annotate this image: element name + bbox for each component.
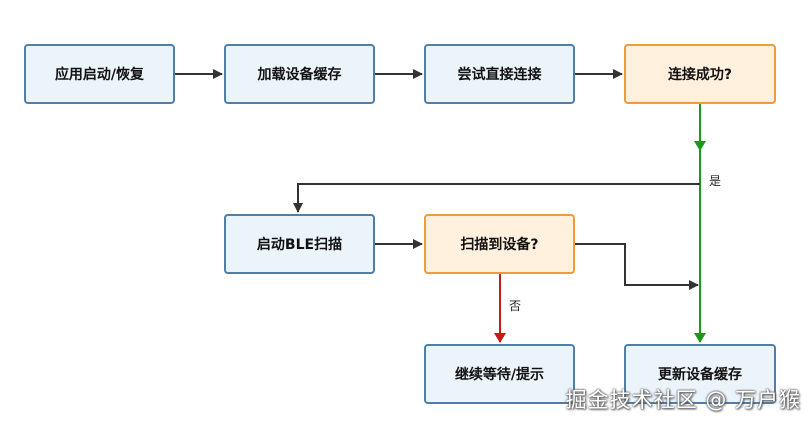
node-keep-waiting-label: 继续等待/提示 bbox=[454, 367, 545, 383]
edge-decision-to-scan bbox=[293, 183, 700, 213]
node-load-cache: 加载设备缓存 bbox=[224, 44, 375, 104]
node-update-cache-label: 更新设备缓存 bbox=[658, 367, 742, 383]
node-ble-scan-label: 启动BLE扫描 bbox=[256, 237, 343, 253]
node-connect-success: 连接成功? bbox=[624, 44, 776, 104]
node-load-cache-label: 加载设备缓存 bbox=[257, 67, 342, 83]
edge-label-yes: 是 bbox=[709, 174, 722, 188]
node-app-launch-label: 应用启动/恢复 bbox=[54, 67, 145, 83]
edge-label-no: 否 bbox=[509, 299, 522, 313]
watermark: 掘金技术社区 @ 万户猴 bbox=[565, 388, 801, 412]
node-app-launch: 应用启动/恢复 bbox=[24, 44, 175, 104]
node-device-found: 扫描到设备? bbox=[424, 214, 575, 274]
node-try-connect-label: 尝试直接连接 bbox=[457, 67, 542, 83]
node-ble-scan: 启动BLE扫描 bbox=[224, 214, 375, 274]
node-connect-success-label: 连接成功? bbox=[667, 67, 733, 83]
edge-found-to-update bbox=[575, 243, 699, 290]
node-update-cache: 更新设备缓存 bbox=[624, 344, 776, 404]
node-try-connect: 尝试直接连接 bbox=[424, 44, 575, 104]
node-device-found-label: 扫描到设备? bbox=[460, 237, 539, 253]
node-keep-waiting: 继续等待/提示 bbox=[424, 344, 575, 404]
